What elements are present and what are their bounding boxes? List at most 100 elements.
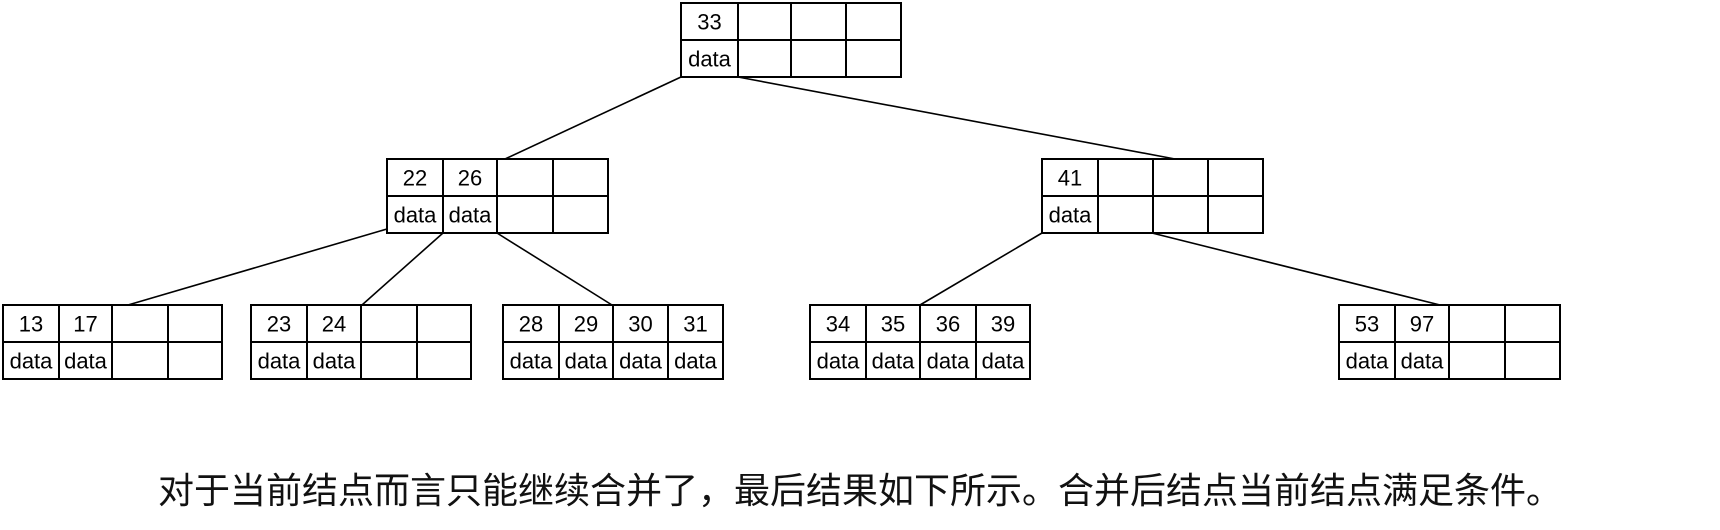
leaf-3-key-text-2: 29 bbox=[574, 312, 598, 337]
mid-left-value-text-2: data bbox=[449, 203, 493, 228]
leaf-1-value-text-1: data bbox=[10, 349, 54, 374]
leaf-4-value-text-4: data bbox=[982, 349, 1026, 374]
node-root: 33 data bbox=[680, 2, 902, 78]
node-leaf-2: 23 data 24 data bbox=[250, 304, 472, 380]
mid-left-value-text-1: data bbox=[394, 203, 438, 228]
leaf-1-key-cell-2 bbox=[58, 304, 113, 343]
edge-mid-right-to-leaf-4 bbox=[919, 232, 1043, 306]
mid-left-key-cell-4 bbox=[552, 158, 609, 197]
mid-left-value-cell-3 bbox=[496, 195, 554, 234]
leaf-3-value-cell-2 bbox=[558, 341, 614, 380]
leaf-2-value-text-2: data bbox=[313, 349, 357, 374]
leaf-1-value-text-2: data bbox=[64, 349, 108, 374]
mid-right-value-cell-3 bbox=[1152, 195, 1209, 234]
leaf-5-value-cell-4 bbox=[1504, 341, 1561, 380]
leaf-4-value-cell-3 bbox=[919, 341, 977, 380]
leaf-2-value-cell-1 bbox=[250, 341, 308, 380]
edges-layer bbox=[127, 76, 1441, 306]
leaf-3-key-cell-1 bbox=[502, 304, 560, 343]
mid-left-key-cell-3 bbox=[496, 158, 554, 197]
leaf-3-key-text-1: 28 bbox=[519, 312, 543, 337]
leaf-5-key-text-2: 97 bbox=[1410, 312, 1434, 337]
leaf-2-key-cell-4 bbox=[416, 304, 472, 343]
leaf-4-key-text-2: 35 bbox=[881, 312, 905, 337]
root-key-cell-2 bbox=[737, 2, 792, 41]
node-leaf-5: 53 data 97 data bbox=[1338, 304, 1561, 380]
leaf-1-key-cell-3 bbox=[111, 304, 169, 343]
leaf-2-key-cell-3 bbox=[360, 304, 418, 343]
leaf-5-key-cell-3 bbox=[1448, 304, 1506, 343]
node-leaf-4: 34 data 35 data 36 data 39 data bbox=[809, 304, 1031, 380]
leaf-2-key-text-1: 23 bbox=[267, 312, 291, 337]
leaf-4-key-cell-4 bbox=[975, 304, 1031, 343]
mid-right-key-text-1: 41 bbox=[1058, 166, 1082, 191]
edge-root-to-mid-right bbox=[737, 76, 1176, 160]
mid-right-key-cell-3 bbox=[1152, 158, 1209, 197]
mid-left-value-cell-4 bbox=[552, 195, 609, 234]
leaf-1-value-cell-3 bbox=[111, 341, 169, 380]
node-mid-left: 22 data 26 data bbox=[386, 158, 609, 234]
leaf-1-key-text-2: 17 bbox=[73, 312, 97, 337]
leaf-3-key-text-4: 31 bbox=[683, 312, 707, 337]
edge-mid-left-to-leaf-1 bbox=[127, 228, 388, 306]
leaf-5-key-cell-1 bbox=[1338, 304, 1396, 343]
mid-left-value-cell-2 bbox=[442, 195, 498, 234]
nodes-layer: 33 data 22 data 26 data 41 data 13 data 17 data 23 da… bbox=[2, 2, 1561, 380]
leaf-2-value-cell-4 bbox=[416, 341, 472, 380]
caption-text: 对于当前结点而言只能继续合并了，最后结果如下所示。合并后结点当前结点满足条件。 bbox=[157, 471, 1562, 512]
leaf-5-key-cell-4 bbox=[1504, 304, 1561, 343]
leaf-4-value-text-2: data bbox=[872, 349, 916, 374]
leaf-5-key-text-1: 53 bbox=[1355, 312, 1379, 337]
leaf-3-value-cell-3 bbox=[612, 341, 669, 380]
leaf-3-value-text-2: data bbox=[565, 349, 609, 374]
root-key-text-1: 33 bbox=[697, 10, 721, 35]
leaf-2-value-cell-3 bbox=[360, 341, 418, 380]
root-value-text-1: data bbox=[688, 47, 732, 72]
leaf-3-key-text-3: 30 bbox=[628, 312, 652, 337]
leaf-5-value-text-1: data bbox=[1346, 349, 1390, 374]
leaf-1-key-text-1: 13 bbox=[19, 312, 43, 337]
leaf-5-value-cell-3 bbox=[1448, 341, 1506, 380]
leaf-3-value-text-3: data bbox=[619, 349, 663, 374]
leaf-4-value-text-3: data bbox=[927, 349, 971, 374]
leaf-3-value-cell-4 bbox=[667, 341, 724, 380]
node-leaf-1: 13 data 17 data bbox=[2, 304, 223, 380]
mid-left-key-text-2: 26 bbox=[458, 166, 482, 191]
root-value-cell-3 bbox=[790, 39, 847, 78]
root-key-cell-4 bbox=[845, 2, 902, 41]
leaf-3-value-text-1: data bbox=[510, 349, 554, 374]
node-mid-right: 41 data bbox=[1041, 158, 1264, 234]
edge-mid-left-to-leaf-3 bbox=[496, 232, 613, 306]
leaf-4-value-text-1: data bbox=[817, 349, 861, 374]
node-leaf-3: 28 data 29 data 30 data 31 data bbox=[502, 304, 724, 380]
edge-mid-right-to-leaf-5 bbox=[1151, 232, 1441, 306]
mid-left-key-text-1: 22 bbox=[403, 166, 427, 191]
leaf-2-value-text-1: data bbox=[258, 349, 302, 374]
leaf-2-value-cell-2 bbox=[306, 341, 362, 380]
leaf-1-key-cell-4 bbox=[167, 304, 223, 343]
leaf-4-value-cell-4 bbox=[975, 341, 1031, 380]
leaf-3-value-text-4: data bbox=[674, 349, 718, 374]
leaf-3-key-cell-2 bbox=[558, 304, 614, 343]
mid-right-key-cell-4 bbox=[1207, 158, 1264, 197]
root-key-cell-3 bbox=[790, 2, 847, 41]
edge-root-to-mid-left bbox=[504, 76, 682, 160]
mid-left-key-cell-2 bbox=[442, 158, 498, 197]
root-value-cell-2 bbox=[737, 39, 792, 78]
root-value-cell-4 bbox=[845, 39, 902, 78]
leaf-4-value-cell-1 bbox=[809, 341, 867, 380]
leaf-1-value-cell-4 bbox=[167, 341, 223, 380]
mid-right-value-cell-4 bbox=[1207, 195, 1264, 234]
mid-right-value-text-1: data bbox=[1049, 203, 1093, 228]
leaf-4-key-text-3: 36 bbox=[936, 312, 960, 337]
mid-right-value-cell-2 bbox=[1097, 195, 1154, 234]
mid-left-key-cell-1 bbox=[386, 158, 444, 197]
edge-mid-left-to-leaf-2 bbox=[361, 232, 444, 306]
leaf-4-key-text-1: 34 bbox=[826, 312, 850, 337]
leaf-4-value-cell-2 bbox=[865, 341, 921, 380]
leaf-5-value-cell-1 bbox=[1338, 341, 1396, 380]
leaf-2-key-text-2: 24 bbox=[322, 312, 346, 337]
leaf-5-value-text-2: data bbox=[1401, 349, 1445, 374]
leaf-4-key-text-4: 39 bbox=[991, 312, 1015, 337]
